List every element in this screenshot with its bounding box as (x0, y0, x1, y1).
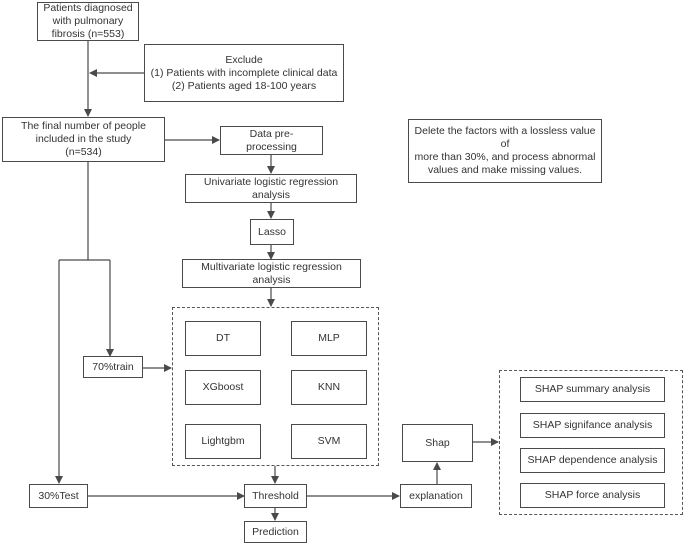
multivariate-box: Multivariate logistic regression analysi… (182, 259, 361, 288)
exclude-criterion-1: (1) Patients with incomplete clinical da… (150, 66, 338, 79)
note-label: Delete the factors with a lossless value… (414, 125, 596, 176)
patients-box: Patients diagnosed with pulmonary fibros… (37, 2, 139, 41)
model-svm: SVM (291, 424, 367, 459)
lasso-label: Lasso (257, 225, 287, 238)
explanation-box: explanation (400, 484, 472, 508)
shap-label: Shap (425, 436, 450, 449)
univariate-box: Univariate logistic regression analysis (185, 174, 357, 203)
model-lightgbm-label: Lightgbm (201, 435, 245, 447)
final-number-box: The final number of people included in t… (2, 117, 165, 162)
threshold-box: Threshold (244, 484, 307, 508)
patients-label: Patients diagnosed with pulmonary fibros… (43, 2, 133, 40)
models-group (172, 307, 379, 466)
model-xgboost-label: XGboost (202, 381, 244, 393)
shap-force-label: SHAP force analysis (544, 489, 641, 501)
shap-dependence-label: SHAP dependence analysis (527, 454, 658, 466)
model-lightgbm: Lightgbm (185, 424, 261, 459)
model-dt-label: DT (216, 332, 230, 344)
note-box: Delete the factors with a lossless value… (408, 119, 602, 183)
test-box: 30%Test (29, 484, 88, 508)
train-box: 70%train (83, 356, 143, 378)
univariate-label: Univariate logistic regression analysis (203, 175, 339, 201)
model-knn: KNN (291, 370, 367, 405)
final-number-label: The final number of people included in t… (21, 120, 146, 158)
lasso-box: Lasso (250, 219, 294, 245)
exclude-criterion-2: (2) Patients aged 18-100 years (171, 79, 317, 92)
data-preprocessing-box: Data pre-processing (220, 126, 323, 155)
train-label: 70%train (92, 360, 134, 373)
shap-signifance-label: SHAP signifance analysis (532, 419, 653, 431)
model-xgboost: XGboost (185, 370, 261, 405)
shap-summary-box: SHAP summary analysis (520, 377, 665, 402)
model-dt: DT (185, 321, 261, 356)
model-mlp-label: MLP (318, 332, 340, 344)
model-mlp: MLP (291, 321, 367, 356)
prediction-label: Prediction (252, 525, 299, 538)
shap-signifance-box: SHAP signifance analysis (520, 413, 665, 438)
shap-box: Shap (402, 424, 473, 462)
threshold-label: Threshold (252, 489, 299, 502)
data-preprocessing-label: Data pre-processing (246, 127, 297, 153)
shap-force-box: SHAP force analysis (520, 483, 665, 508)
prediction-box: Prediction (244, 521, 307, 543)
multivariate-label: Multivariate logistic regression analysi… (201, 260, 342, 286)
shap-dependence-box: SHAP dependence analysis (520, 448, 665, 473)
exclude-title: Exclude (225, 53, 263, 66)
model-svm-label: SVM (317, 435, 341, 447)
shap-analyses-group (499, 370, 683, 515)
exclude-box: Exclude (1) Patients with incomplete cli… (144, 44, 344, 102)
shap-summary-label: SHAP summary analysis (534, 383, 651, 395)
explanation-label: explanation (409, 489, 463, 502)
model-knn-label: KNN (317, 381, 341, 393)
test-label: 30%Test (38, 489, 79, 502)
